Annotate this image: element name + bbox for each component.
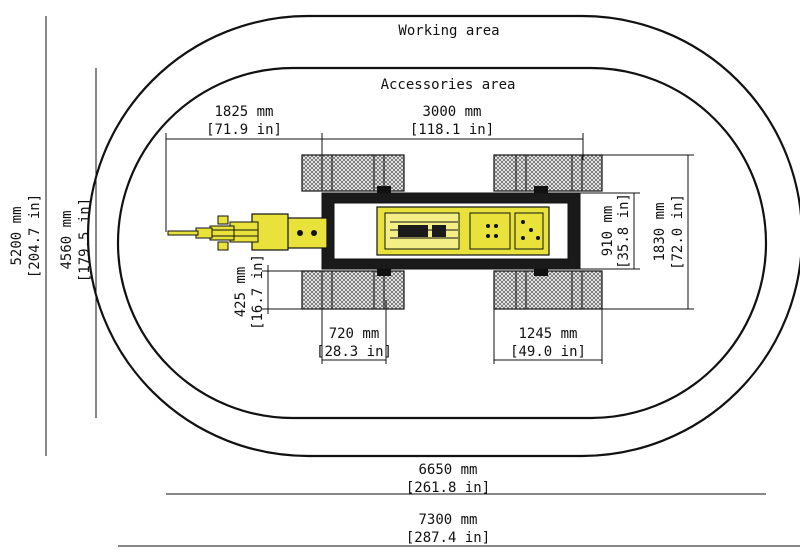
track-front-bottom — [301, 270, 405, 310]
dim-rear-track-mm: 1245 mm — [518, 326, 577, 342]
dim-inner-width-in: [261.8 in] — [406, 480, 490, 496]
dim-top-left-in: [71.9 in] — [206, 122, 282, 138]
dim-machine-width-mm: 1830 mm — [652, 202, 668, 261]
machine — [167, 154, 603, 310]
dim-rear-track-in: [49.0 in] — [510, 344, 586, 360]
accessories-area-label: Accessories area — [381, 77, 516, 93]
accessories-area-boundary — [116, 66, 768, 420]
dim-track-length — [321, 300, 387, 364]
dim-top — [165, 133, 584, 232]
track-rear-top — [493, 154, 603, 192]
dim-machine-width-in: [72.0 in] — [670, 194, 686, 270]
dim-track-gap-in: [35.8 in] — [616, 193, 632, 269]
boom-arm — [167, 213, 328, 251]
machine-body-yellow — [376, 206, 550, 256]
dim-bottom-widths — [118, 493, 800, 547]
dim-top-center-mm: 3000 mm — [422, 104, 481, 120]
dim-track-length-in: [28.3 in] — [316, 344, 392, 360]
dim-inner-width-mm: 6650 mm — [418, 462, 477, 478]
track-rear-bottom — [493, 270, 603, 310]
dim-track-gap-mm: 910 mm — [600, 206, 616, 257]
dim-outer-width-mm: 7300 mm — [418, 512, 477, 528]
dim-right — [560, 154, 694, 310]
working-area-boundary — [86, 14, 800, 458]
dim-outer-width-in: [287.4 in] — [406, 530, 490, 546]
track-front-top — [301, 154, 405, 192]
dim-outer-height-mm: 5200 mm — [9, 206, 25, 265]
dim-top-left-mm: 1825 mm — [214, 104, 273, 120]
dim-top-center-in: [118.1 in] — [410, 122, 494, 138]
dim-inner-height-mm: 4560 mm — [59, 210, 75, 269]
dim-track-width — [262, 265, 306, 314]
dim-rear-track — [493, 300, 603, 364]
dim-track-width-in: [16.7 in] — [250, 254, 266, 330]
dim-outer-height-in: [204.7 in] — [27, 194, 43, 278]
dim-track-length-mm: 720 mm — [329, 326, 380, 342]
working-area-label: Working area — [398, 23, 499, 39]
dim-inner-height-in: [179.5 in] — [77, 198, 93, 282]
dim-left-heights — [45, 16, 97, 456]
dim-track-width-mm: 425 mm — [233, 267, 249, 318]
